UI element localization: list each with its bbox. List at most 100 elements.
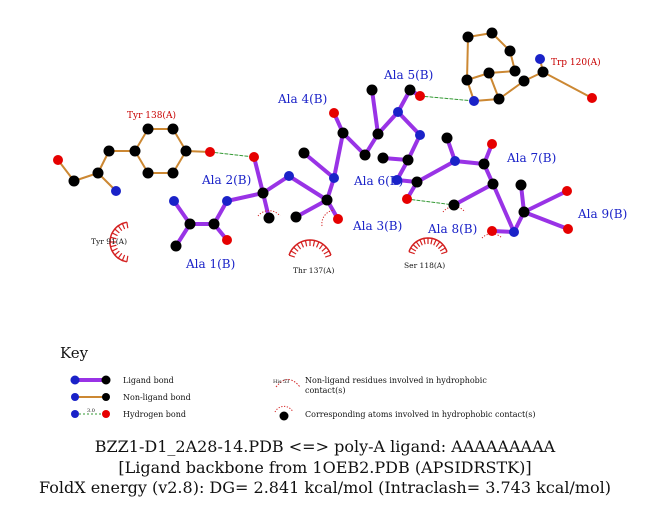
ligand-bond (370, 88, 380, 136)
key-hydrophobic-atom-arc (274, 405, 294, 413)
label-tyr-138: Tyr 138(A) (127, 110, 176, 121)
ligand-bond (491, 182, 516, 234)
hydrophobic-spoke (415, 241, 421, 248)
key-hydrophobic-atom-label: Corresponding atoms involved in hydropho… (305, 410, 536, 419)
hydrophobic-spoke (430, 238, 433, 245)
carbon-atom (321, 194, 333, 206)
oxygen-atom (222, 235, 232, 245)
key-hydrophobic-example: His 53 (273, 379, 289, 385)
nitrogen-atom (329, 173, 339, 183)
ligand-bond (452, 182, 495, 207)
carbon-atom (402, 154, 414, 166)
hydrophobic-atom-arc (481, 233, 503, 239)
key-carbon-atom (101, 375, 111, 385)
carbon-atom (167, 167, 179, 179)
key-hydrophobic-residue-label: Non-ligand residues involved in hydropho… (305, 376, 487, 385)
key-hydrophobic-atom: Corresponding atoms involved in hydropho… (274, 405, 536, 421)
carbon-atom (290, 211, 302, 223)
carbon-atom (359, 149, 371, 161)
key-nitrogen-atom (70, 375, 80, 385)
caption-line-3: FoldX energy (v2.8): DG= 2.841 kcal/mol … (39, 478, 611, 497)
carbon-atom (518, 75, 530, 87)
hydrophobic-spoke (408, 251, 415, 255)
hydrophobic-atom-arc (257, 210, 281, 217)
carbon-atom (461, 74, 473, 86)
carbon-atom (129, 145, 141, 157)
label-ala-4: Ala 4(B) (277, 92, 327, 106)
carbon-atom (142, 167, 154, 179)
carbon-atom (68, 175, 80, 187)
key-nitrogen-atom (71, 410, 79, 418)
hydrophobic-spoke (293, 246, 299, 252)
nitrogen-atom (535, 54, 545, 64)
label-ala-8: Ala 8(B) (427, 222, 477, 236)
carbon-atom (478, 158, 490, 170)
carbon-atom (518, 206, 530, 218)
ligand-bond (252, 155, 265, 195)
label-ala-9: Ala 9(B) (577, 207, 627, 221)
nitrogen-atom (392, 175, 402, 185)
carbon-atom (448, 199, 460, 211)
caption-line-2: [Ligand backbone from 1OEB2.PDB (APSIDRS… (118, 458, 531, 477)
hydrophobic-spoke (318, 243, 324, 250)
nitrogen-atom (509, 227, 519, 237)
hydrophobic-spoke (410, 247, 417, 252)
hydrophobic-spoke (290, 250, 297, 255)
carbon-atom (337, 127, 349, 139)
carbon-atom (208, 218, 220, 230)
hydrophobic-spoke (114, 250, 120, 256)
carbon-atom (372, 128, 384, 140)
ligand-bond (294, 198, 329, 219)
ligand-bond (415, 159, 457, 184)
hydrophobic-contacts (109, 206, 503, 263)
carbon-atom (180, 145, 192, 157)
carbon-atom (537, 66, 549, 78)
carbon-atom (366, 84, 378, 96)
key-hydrophobic-residue-label-2: contact(s) (305, 386, 345, 395)
label-thr-137: Thr 137(A) (293, 266, 334, 275)
nitrogen-atom (222, 196, 232, 206)
hydrophobic-spoke (110, 244, 117, 248)
key-non-ligand-bond: Non-ligand bond (71, 393, 191, 402)
hydrophobic-spoke (315, 241, 320, 248)
ligand-bond (522, 210, 570, 231)
hydrophobic-spoke (435, 241, 441, 248)
key-oxygen-atom (102, 410, 110, 418)
oxygen-atom (402, 194, 412, 204)
nitrogen-atom (169, 196, 179, 206)
oxygen-atom (587, 93, 597, 103)
hydrophobic-spoke (325, 254, 332, 258)
hydrogen-bond (419, 95, 475, 102)
hydrophobic-spoke (438, 244, 444, 250)
label-ala-6: Ala 6(B) (353, 174, 403, 188)
key-hydrogen-bond-label: Hydrogen bond (123, 410, 186, 419)
key: Key Ligand bond Non-ligand bond 3.0 Hydr… (60, 344, 536, 421)
carbon-atom (103, 145, 115, 157)
key-hydrophobic-residue: His 53 Non-ligand residues involved in h… (273, 376, 487, 395)
hydrophobic-spoke (441, 251, 448, 255)
ligand-bond (332, 131, 345, 180)
key-non-ligand-bond-label: Non-ligand bond (123, 393, 191, 402)
hydrophobic-spoke (126, 222, 129, 229)
hydrophobic-residue-2 (408, 237, 448, 255)
hydrophobic-spoke (110, 236, 117, 240)
oxygen-atom (487, 139, 497, 149)
hydrophobic-spoke (288, 254, 295, 258)
non-ligand-bond (466, 36, 469, 81)
hydrophobic-spoke (121, 254, 126, 261)
label-ala-5: Ala 5(B) (383, 68, 433, 82)
carbon-atom (92, 167, 104, 179)
oxygen-atom (205, 147, 215, 157)
carbon-atom (483, 67, 495, 79)
label-ala-2: Ala 2(B) (201, 173, 251, 187)
residue-labels: Ala 1(B) Ala 2(B) Ala 3(B) Ala 4(B) Ala … (91, 57, 627, 275)
atoms (53, 27, 597, 252)
hydrophobic-spoke (126, 255, 129, 262)
oxygen-atom (415, 91, 425, 101)
nitrogen-atom (284, 171, 294, 181)
oxygen-atom (333, 214, 343, 224)
label-ser-118: Ser 118(A) (404, 261, 445, 270)
carbon-atom (515, 179, 527, 191)
key-hbond-distance: 3.0 (87, 408, 95, 414)
hydrophobic-spoke (296, 243, 302, 250)
